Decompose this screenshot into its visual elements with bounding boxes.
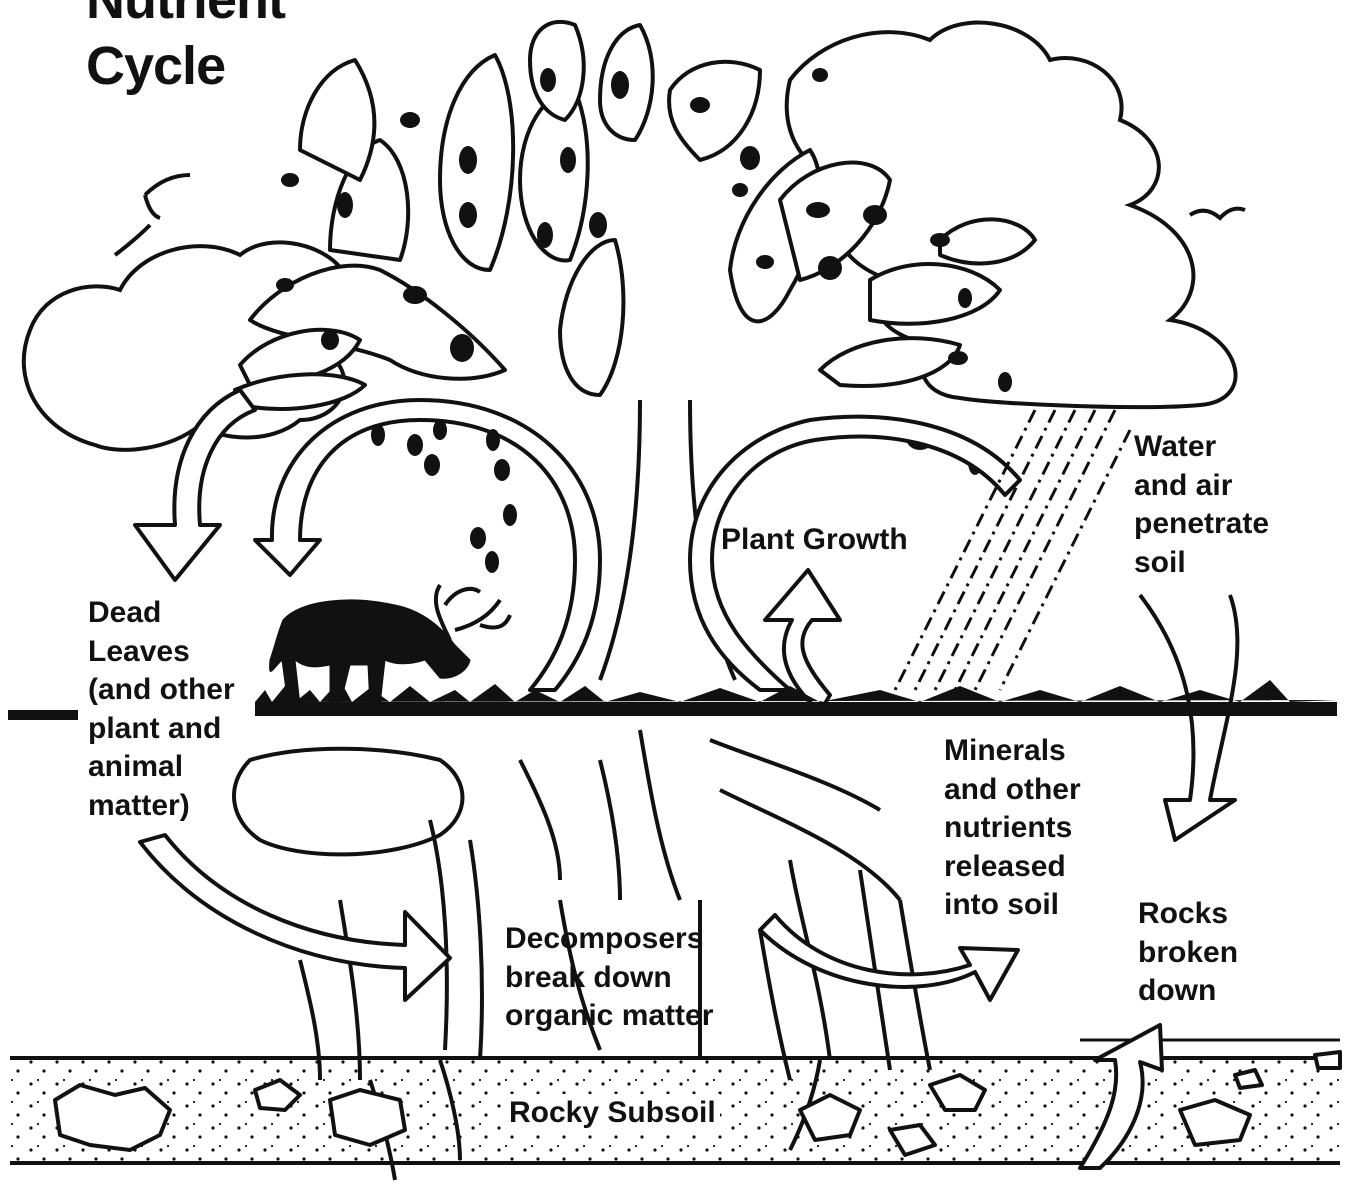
label-rocks-broken-down: Rocks broken down (1138, 895, 1238, 1011)
label-rocky-subsoil: Rocky Subsoil (505, 1094, 720, 1133)
label-water-air: Water and air penetrate soil (1134, 428, 1269, 582)
label-decomposers: Decomposers break down organic matter (505, 920, 713, 1036)
water-arrow (1140, 595, 1237, 840)
deer-silhouette (270, 585, 511, 705)
label-plant-growth: Plant Growth (721, 521, 908, 560)
diagram-title-line-1: Nutrient (86, 0, 285, 28)
rain-lines (895, 410, 1130, 690)
plant-growth-arrow (690, 417, 1020, 712)
label-dead-leaves: Dead Leaves (and other plant and animal … (88, 594, 235, 825)
leaf-icon (371, 420, 517, 573)
label-minerals: Minerals and other nutrients released in… (944, 732, 1081, 925)
diagram-title-line-2: Cycle (86, 38, 225, 94)
